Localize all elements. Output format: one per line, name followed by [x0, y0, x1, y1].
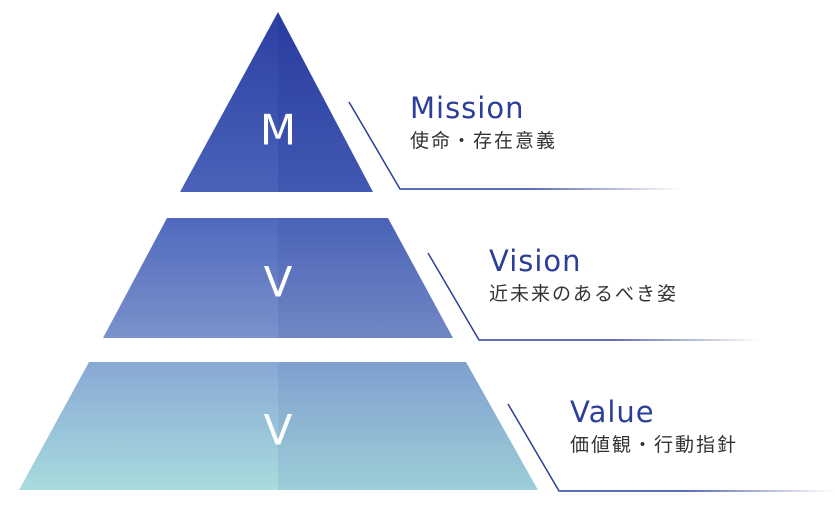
value-label: Value 価値観・行動指針: [570, 394, 738, 458]
value-title: Value: [570, 395, 655, 429]
value-subtitle: 価値観・行動指針: [570, 434, 739, 456]
tier-value-shape: [19, 362, 538, 490]
mission-label: Mission 使命・存在意義: [410, 90, 557, 154]
vision-subtitle: 近未来のあるべき姿: [489, 283, 679, 305]
tier-mission-shape: [180, 12, 373, 192]
mission-connector-line: [348, 101, 680, 190]
tier-mission-letter: M: [260, 106, 296, 155]
value-connector-line: [507, 403, 835, 492]
tier-value-letter: V: [264, 406, 293, 455]
tier-value-shade: [278, 362, 538, 490]
vision-title: Vision: [489, 244, 582, 278]
tier-vision-shade: [278, 218, 453, 338]
mission-title: Mission: [410, 91, 525, 125]
tier-vision-letter: V: [264, 258, 293, 307]
vision-connector-line: [427, 252, 760, 341]
tier-mission-shade: [278, 12, 373, 192]
tier-vision-shape: [103, 218, 453, 338]
vision-label: Vision 近未来のあるべき姿: [489, 243, 678, 307]
mission-subtitle: 使命・存在意義: [410, 130, 558, 152]
